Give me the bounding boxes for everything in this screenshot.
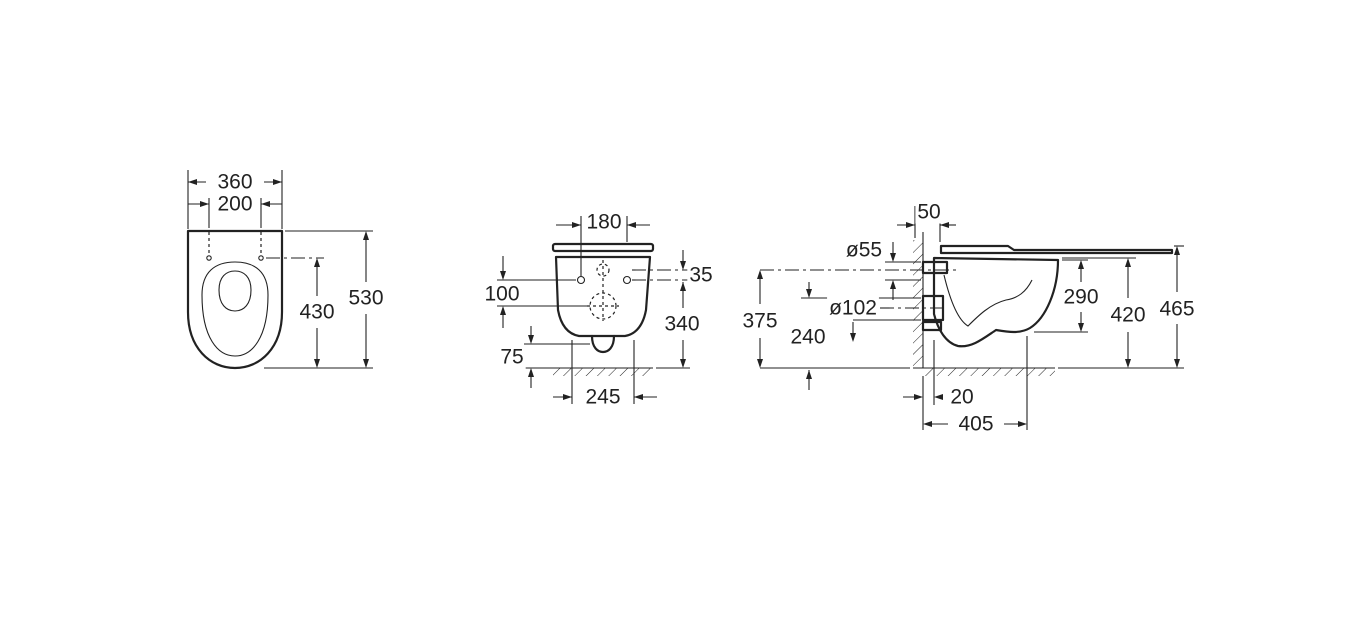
dim-label-245: 245 [585,386,620,409]
label-background [215,170,255,194]
dim-label-340: 340 [664,313,699,336]
dim-bowl-290: 290 [1034,259,1101,333]
front-fixing-left [576,275,586,285]
side-seat [939,244,1174,255]
dim-width-360: 360 [187,170,283,229]
dim-wall-50: 50 [897,200,956,242]
dim-label-360: 360 [217,171,252,194]
front-inlet [596,263,610,277]
dim-fixing-100: 100 [482,256,588,328]
label-background [662,312,702,336]
dim-label-430: 430 [299,301,334,324]
dim-label-420: 420 [1110,304,1145,327]
side-inlet-pipe [921,260,949,275]
label-background [843,238,885,262]
dim-fixing-35: 35 [632,250,715,287]
seat-opening [218,270,252,312]
seat-top [551,242,655,253]
label-background [948,385,976,409]
label-background [498,345,526,369]
side-view: 50 ø55 ø102 375 [740,200,1197,436]
dim-label-50: 50 [917,201,940,224]
label-background [584,210,624,234]
side-floor-hatch [923,368,1055,376]
dim-depth-530: 530 [285,230,386,369]
dim-label-100: 100 [484,283,519,306]
dim-label-35: 35 [689,264,712,287]
toilet-top-outline [186,229,284,370]
dim-label-465: 465 [1159,298,1194,321]
dim-seat-465: 465 [1136,245,1197,369]
label-background [915,200,943,224]
dim-outlet-240: 240 [788,322,856,390]
top-view: 360 200 430 [186,170,386,370]
label-background [346,286,386,310]
front-body-outline [554,255,652,338]
dim-label-405: 405 [958,413,993,436]
dim-base-245: 245 [553,340,657,409]
label-background [1061,285,1101,309]
label-background [788,325,828,349]
dim-label-20: 20 [950,386,973,409]
dim-label-75: 75 [500,346,523,369]
side-outlet-flange [921,320,943,332]
dim-label-200: 200 [217,193,252,216]
label-background [297,300,337,324]
bowl-inner-outline [201,261,269,357]
dim-fixing-200: 200 [188,192,282,228]
dim-inlet-375: 375 [740,270,910,369]
label-background [1108,303,1148,327]
dim-rim-420: 420 [1058,257,1148,369]
dim-label-290: 290 [1063,286,1098,309]
dim-depth-430: 430 [264,257,337,369]
label-background [215,192,255,216]
label-background [482,282,522,306]
dim-inlet-55: ø55 [843,238,921,300]
dim-height-340: 340 [656,282,702,369]
label-background [827,296,879,320]
dim-label-375: 375 [742,310,777,333]
dim-seat-180: 180 [556,210,650,276]
dim-label-102: ø102 [829,297,877,320]
dim-gap-20: 20 [903,340,976,430]
front-outlet-foot [590,334,616,354]
label-background [1157,297,1197,321]
front-view: 180 35 100 340 [482,210,715,409]
dim-label-180: 180 [586,211,621,234]
wall-hatch [913,240,923,368]
fixing-hole-right [258,255,264,261]
dim-label-530: 530 [348,287,383,310]
side-bowl-outline [932,256,1060,348]
dim-label-55: ø55 [846,239,882,262]
front-fixing-right [622,275,632,285]
dim-outlet-75: 75 [498,326,590,388]
label-background [583,385,623,409]
label-background [956,412,996,436]
front-floor-hatch [553,368,653,376]
dim-outlet-102: ø102 [801,282,921,321]
label-background [740,309,780,333]
label-background [687,263,715,287]
dim-label-240: 240 [790,326,825,349]
fixing-hole-left [206,255,212,261]
dim-projection-405: 405 [923,336,1028,436]
side-bowl-inner [943,274,1033,327]
